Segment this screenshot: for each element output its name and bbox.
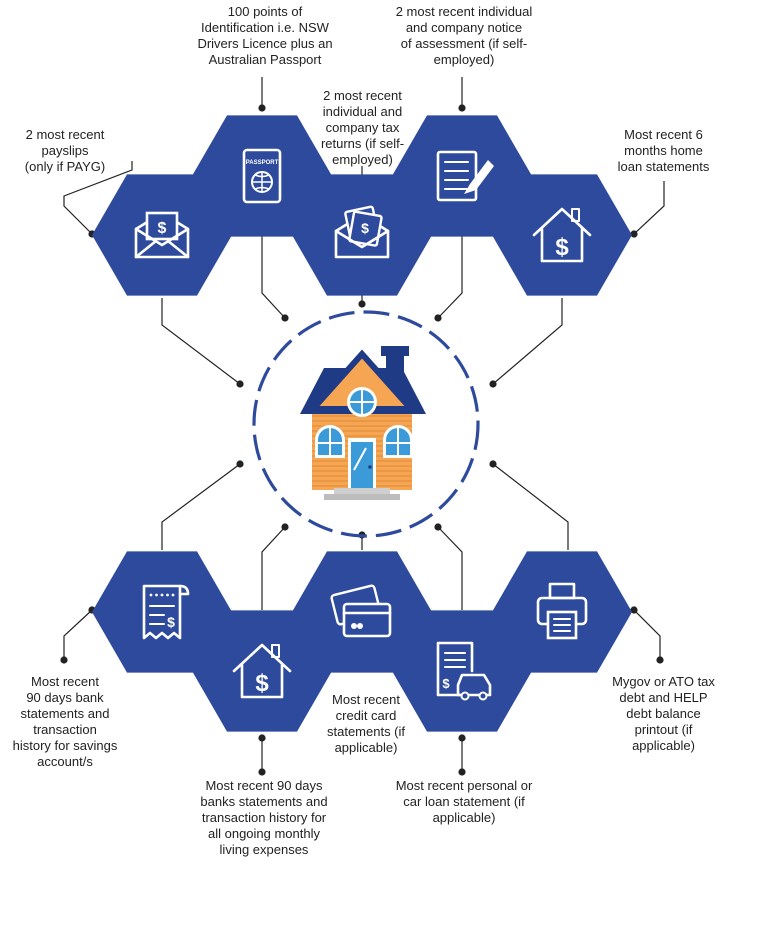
hexagon-savings (92, 551, 232, 673)
connector-dot (434, 523, 442, 531)
connector-line (63, 161, 133, 235)
connector-dot (258, 768, 266, 776)
hex-tax-returns: $ (292, 174, 432, 296)
hex-payslips: $ (92, 174, 232, 296)
hex-savings: $ (92, 551, 232, 673)
connector-line (161, 463, 241, 550)
hex-identification: PASSPORT (192, 115, 332, 237)
connector-dot (630, 606, 638, 614)
connector-dot (258, 734, 266, 742)
connector-dot (281, 523, 289, 531)
connector-dot (236, 460, 244, 468)
svg-text:$: $ (442, 676, 450, 691)
label-car-loan: Most recent personal or car loan stateme… (395, 778, 533, 825)
label-notice-of-assessment: 2 most recent individual and company not… (395, 4, 533, 67)
connector-line (161, 298, 241, 385)
label-credit-card: Most recent credit card statements (if a… (326, 692, 406, 755)
envelope-money-icon: $ (334, 205, 390, 259)
connector-dot (489, 460, 497, 468)
hexagon-home-loan (492, 174, 632, 296)
credit-card-icon (330, 584, 392, 638)
hex-car-loan: $ (392, 610, 532, 732)
receipt-dollar-icon: $ (142, 584, 190, 640)
house-dollar-icon: $ (532, 207, 592, 263)
passport-icon: PASSPORT (242, 148, 282, 204)
hex-credit-card (292, 551, 432, 673)
connector-line (261, 222, 286, 319)
document-pen-icon (436, 150, 494, 202)
passport-icon-text: PASSPORT (246, 160, 279, 166)
connector-line (633, 181, 665, 235)
hexagon-car-loan (392, 610, 532, 732)
house-illustration (300, 346, 426, 500)
svg-text:$: $ (361, 220, 369, 236)
connector-dot (434, 314, 442, 322)
car-loan-document-icon: $ (436, 641, 492, 701)
connector-dot (358, 300, 366, 308)
connector-line (633, 609, 661, 660)
hexagon-notice-of-assessment (392, 115, 532, 237)
connector-dot (258, 104, 266, 112)
hex-notice-of-assessment (392, 115, 532, 237)
hexagon-layer: $ PASSPORT $ $ $ $ $ (92, 115, 632, 732)
svg-text:$: $ (255, 670, 269, 697)
hex-ato-debt (492, 551, 632, 673)
printer-icon (536, 582, 588, 640)
connector-line (63, 609, 93, 660)
label-home-loan: Most recent 6 months home loan statement… (617, 127, 710, 174)
svg-text:$: $ (158, 220, 167, 237)
connector-line (437, 222, 463, 319)
envelope-dollar-icon: $ (134, 211, 190, 259)
label-payslips: 2 most recent payslips (only if PAYG) (24, 127, 106, 174)
connector-dot (489, 380, 497, 388)
connector-dot (236, 380, 244, 388)
connector-line (492, 298, 563, 385)
hex-living-expenses: $ (192, 610, 332, 732)
connector-dot (60, 656, 68, 664)
connector-line (261, 526, 286, 610)
connector-dot (458, 768, 466, 776)
connector-dot (458, 104, 466, 112)
connector-dot (281, 314, 289, 322)
label-savings: Most recent 90 days bank statements and … (12, 674, 118, 769)
connector-dot (458, 734, 466, 742)
connector-line (492, 463, 569, 550)
connector-dot (656, 656, 664, 664)
center-house (252, 310, 480, 538)
label-ato-debt: Mygov or ATO tax debt and HELP debt bala… (612, 674, 715, 753)
label-living-expenses: Most recent 90 days banks statements and… (200, 778, 328, 857)
svg-text:$: $ (555, 234, 569, 261)
label-tax-returns: 2 most recent individual and company tax… (320, 88, 405, 167)
house-dollar-icon: $ (232, 643, 292, 699)
label-identification: 100 points of Identification i.e. NSW Dr… (197, 4, 333, 67)
connector-dot (630, 230, 638, 238)
connector-line (437, 526, 463, 610)
hexagon-living-expenses (192, 610, 332, 732)
svg-text:$: $ (167, 614, 175, 630)
center-dashed-ring (252, 310, 480, 538)
hex-home-loan: $ (492, 174, 632, 296)
